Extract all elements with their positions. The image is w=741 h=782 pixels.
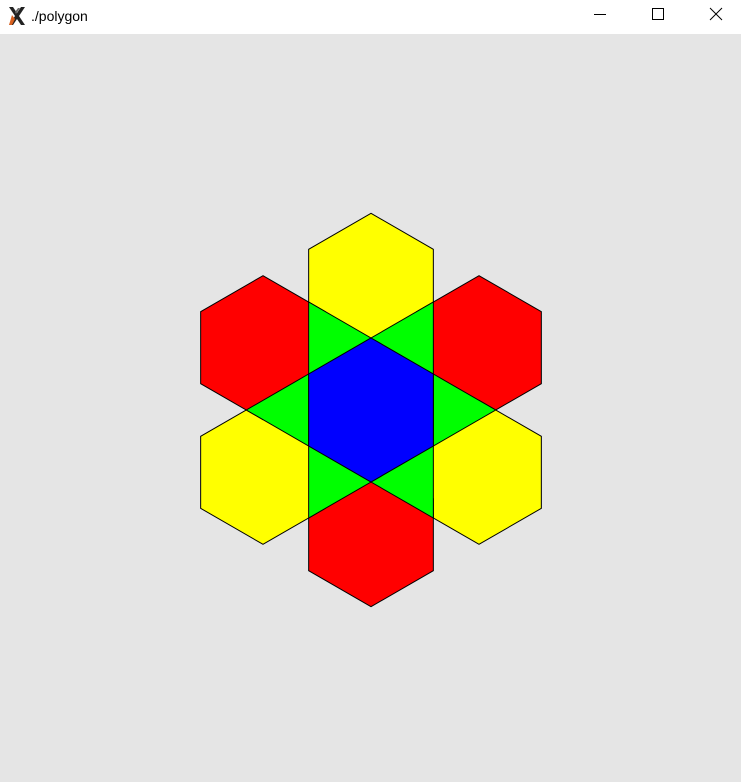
maximize-button[interactable] — [629, 0, 687, 33]
close-icon — [709, 7, 723, 26]
polygon-drawing — [200, 212, 542, 608]
minimize-icon — [593, 7, 607, 26]
minimize-button[interactable] — [571, 0, 629, 33]
maximize-icon — [651, 7, 665, 26]
close-button[interactable] — [687, 0, 741, 33]
window-title: ./polygon — [31, 8, 88, 24]
x11-icon — [6, 5, 28, 27]
drawing-canvas — [0, 34, 741, 782]
center-hexagon — [308, 337, 434, 483]
title-bar[interactable]: ./polygon — [0, 0, 741, 34]
